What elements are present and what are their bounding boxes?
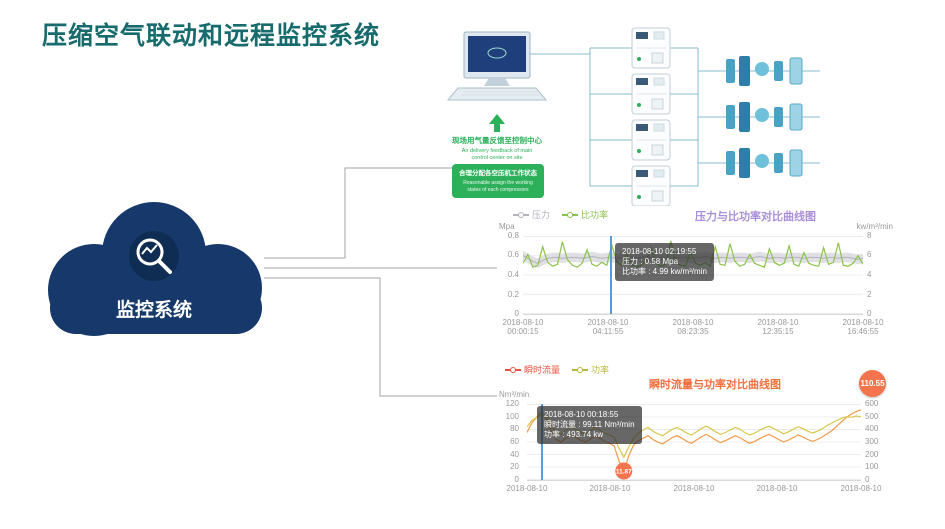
- x-axis-label: 2018-08-10: [756, 484, 798, 493]
- y-tick: 600: [865, 399, 879, 408]
- monitoring-cloud: 监控系统: [38, 192, 270, 352]
- y-tick: 4: [867, 270, 872, 279]
- x-axis-label: 2018-08-10: [840, 484, 882, 493]
- tooltip-line: 功率 : 493.74 kw: [544, 430, 604, 439]
- svg-text:Reasonable assign the working: Reasonable assign the working: [463, 180, 533, 186]
- y-tick: 0: [514, 475, 519, 484]
- y-tick: 200: [865, 450, 879, 459]
- y-tick: 8: [867, 231, 872, 240]
- compressor-icon: [631, 119, 671, 161]
- svg-text:Air delivery feedback of main: Air delivery feedback of main: [462, 148, 533, 154]
- legend-item-specific-power[interactable]: 比功率: [562, 208, 608, 221]
- legend-item-pressure[interactable]: 压力: [513, 208, 550, 221]
- air-equipment-icon: [722, 148, 820, 178]
- legend-label: 比功率: [581, 210, 609, 220]
- y-tick: 40: [510, 450, 519, 459]
- y-tick: 80: [510, 424, 519, 433]
- y-left-axis-label: Mpa: [499, 222, 515, 231]
- feedback-text: 现场用气量反馈至控制中心 Air delivery feedback of ma…: [452, 135, 542, 161]
- chart-tooltip: 2018-08-10 02:19:55 压力 : 0.58 Mpa 比功率 : …: [615, 243, 714, 281]
- tooltip-line: 比功率 : 4.99 kw/m³/min: [622, 267, 707, 276]
- x-axis-label: 2018-08-10: [506, 484, 548, 493]
- air-equipment-icon: [722, 102, 820, 132]
- pressure-chart: 压力 比功率 压力与比功率对比曲线图 Mpa kw/m³/min 0.8 0.6…: [497, 205, 893, 350]
- y-tick: 0.8: [507, 231, 519, 240]
- point-marker: [615, 462, 633, 480]
- svg-text:states of each compressors: states of each compressors: [467, 187, 529, 193]
- x-axis-label: 2018-08-10: [673, 484, 715, 493]
- svg-text:现场用气量反馈至控制中心: 现场用气量反馈至控制中心: [452, 135, 542, 145]
- page-title: 压缩空气联动和远程监控系统: [42, 22, 381, 50]
- y-tick: 0.2: [507, 290, 519, 299]
- chart-title: 瞬时流量与功率对比曲线图: [649, 379, 781, 391]
- crosshair-line: [610, 236, 612, 314]
- y-tick: 120: [505, 399, 519, 408]
- legend-label: 压力: [532, 210, 551, 220]
- compressor-icon: [631, 73, 671, 115]
- pressure-chart-legend: 压力 比功率: [513, 208, 608, 221]
- max-value-badge: 110.55: [859, 370, 886, 397]
- y-tick: 20: [510, 462, 519, 471]
- svg-text:合理分配各空压机工作状态: 合理分配各空压机工作状态: [458, 168, 538, 177]
- computer-icon: [446, 31, 548, 101]
- point-marker-label: 11.87: [616, 469, 632, 476]
- y-tick: 0.6: [507, 250, 519, 259]
- tooltip-line: 瞬时流量 : 99.11 Nm³/min: [544, 420, 635, 429]
- svg-text:control center on site: control center on site: [471, 155, 522, 161]
- y-tick: 100: [505, 412, 519, 421]
- scada-diagram: 现场用气量反馈至控制中心 Air delivery feedback of ma…: [446, 27, 820, 206]
- flow-chart-legend: 瞬时流量 功率: [505, 363, 609, 376]
- tooltip-time: 2018-08-10 00:18:55: [544, 410, 619, 419]
- tooltip-time: 2018-08-10 02:19:55: [622, 247, 697, 256]
- flow-plot: 11.87: [527, 404, 861, 480]
- assign-box: 合理分配各空压机工作状态 Reasonable assign the worki…: [452, 164, 544, 198]
- legend-marker-icon: [513, 211, 529, 218]
- y-tick: 6: [867, 250, 872, 259]
- y-tick: 400: [865, 424, 879, 433]
- legend-marker-icon: [562, 211, 579, 218]
- flow-chart: 瞬时流量 功率 瞬时流量与功率对比曲线图 Nm³/min 120 100 80 …: [497, 360, 887, 512]
- chart-tooltip: 2018-08-10 00:18:55 瞬时流量 : 99.11 Nm³/min…: [537, 406, 642, 444]
- y-tick: 100: [865, 462, 879, 471]
- tooltip-line: 压力 : 0.58 Mpa: [622, 257, 679, 266]
- y-right-axis-label: kw/m³/min: [856, 222, 893, 231]
- y-tick: 500: [865, 412, 879, 421]
- compressor-icon: [631, 165, 671, 206]
- up-arrow-icon: [489, 114, 505, 132]
- cloud-shape: [48, 202, 262, 336]
- legend-marker-icon: [572, 366, 589, 373]
- y-tick: 0.4: [507, 270, 519, 279]
- compressor-icon: [631, 27, 671, 69]
- cloud-label: 监控系统: [116, 298, 192, 321]
- y-tick: 300: [865, 437, 879, 446]
- legend-marker-icon: [505, 366, 521, 373]
- piping-lines: [530, 47, 722, 187]
- keyboard-icon: [446, 87, 548, 101]
- y-tick: 2: [867, 290, 872, 299]
- legend-label: 瞬时流量: [524, 365, 561, 375]
- y-tick: 60: [510, 437, 519, 446]
- legend-label: 功率: [591, 365, 610, 375]
- legend-item-power[interactable]: 功率: [572, 363, 609, 376]
- monitor-search-icon: [129, 231, 179, 281]
- y-tick: 0: [514, 309, 519, 318]
- x-axis-label: 2018-08-10: [589, 484, 631, 493]
- chart-title: 压力与比功率对比曲线图: [695, 211, 816, 223]
- flow-plot-area: 11.87: [527, 404, 861, 481]
- y-left-axis-label: Nm³/min: [499, 390, 530, 399]
- air-equipment-icon: [722, 56, 820, 86]
- y-tick: 0: [865, 475, 870, 484]
- y-tick: 0: [867, 309, 872, 318]
- legend-item-flow[interactable]: 瞬时流量: [505, 363, 560, 376]
